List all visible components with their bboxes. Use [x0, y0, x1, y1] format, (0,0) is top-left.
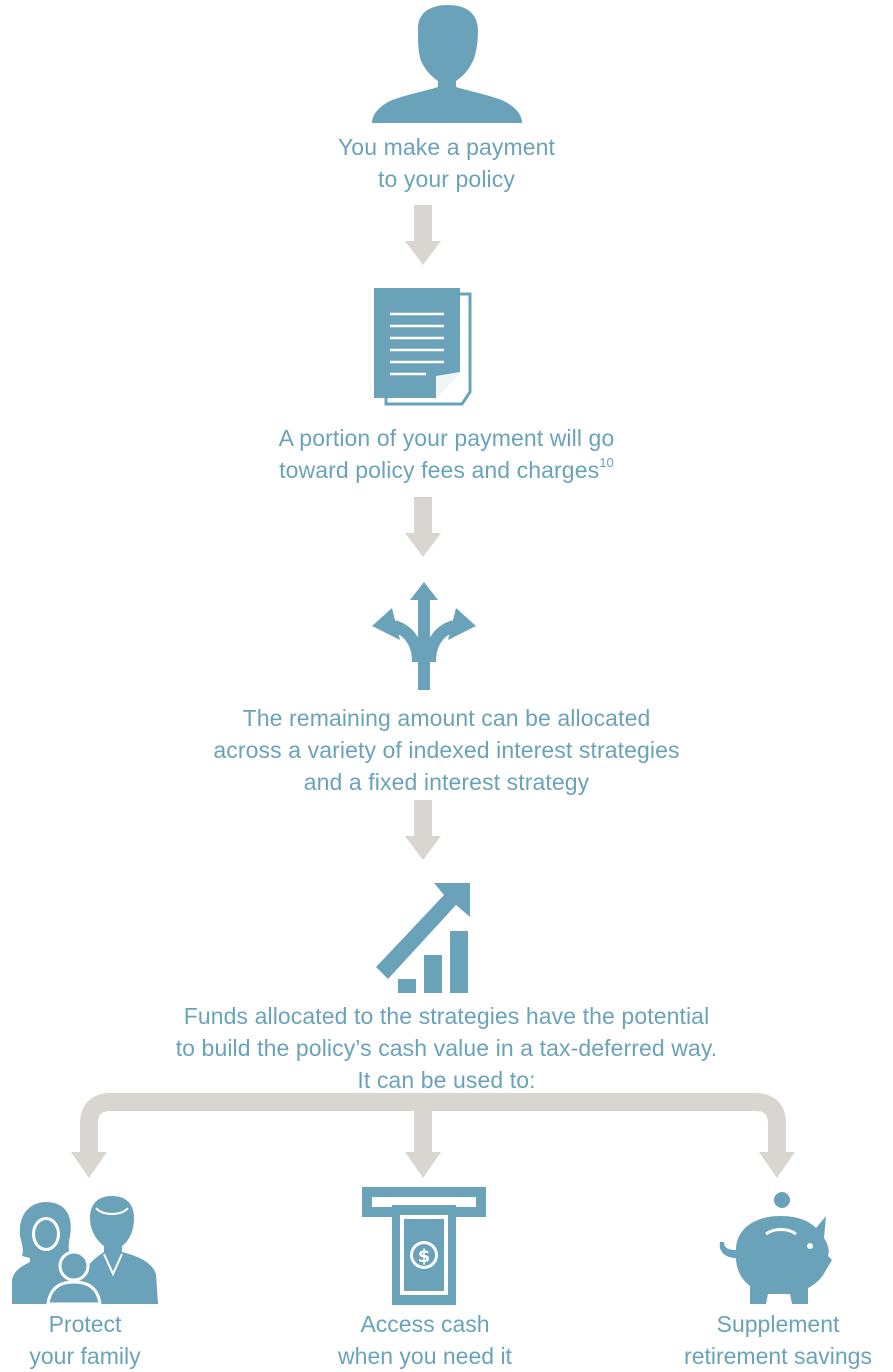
footnote-marker: 10	[599, 455, 614, 471]
person-icon	[372, 5, 522, 123]
step-3-line-1: The remaining amount can be allocated	[242, 705, 651, 731]
step-4-caption: Funds allocated to the strategies have t…	[0, 1000, 893, 1096]
step-2-line-1: A portion of your payment will go	[278, 425, 615, 451]
outcome-protect-family-label: Protect your family	[29, 1311, 141, 1369]
step-2-caption: A portion of your payment will go toward…	[0, 422, 893, 486]
family-icon	[12, 1196, 158, 1306]
cash-atm-icon: $	[362, 1187, 486, 1305]
piggy-bank-icon	[719, 1192, 832, 1304]
branch-connector	[71, 1093, 795, 1178]
step-3-caption: The remaining amount can be allocated ac…	[0, 702, 893, 798]
document-icon	[374, 288, 472, 406]
down-arrow-1	[405, 205, 441, 265]
step-4-line-1: Funds allocated to the strategies have t…	[183, 1003, 710, 1029]
svg-text:$: $	[418, 1246, 431, 1267]
step-4-line-3: It can be used to:	[357, 1067, 536, 1093]
outcome-access-cash-label: Access cash when you need it	[338, 1311, 512, 1369]
step-1-line-1: You make a payment	[337, 134, 556, 160]
split-arrows-icon	[372, 582, 476, 690]
down-arrow-2	[405, 497, 441, 557]
step-1-caption: You make a payment to your policy	[0, 131, 893, 195]
step-2-line-2: toward policy fees and charges10	[279, 455, 614, 483]
growth-chart-icon	[376, 883, 470, 993]
step-1-line-2: to your policy	[378, 166, 515, 192]
outcome-retirement-savings-label: Supplement retirement savings	[684, 1311, 872, 1369]
step-3-line-2: across a variety of indexed interest str…	[213, 737, 680, 763]
down-arrow-3	[405, 800, 441, 860]
step-4-line-2: to build the policy’s cash value in a ta…	[175, 1035, 718, 1061]
step-3-line-3: and a fixed interest strategy	[303, 769, 590, 795]
